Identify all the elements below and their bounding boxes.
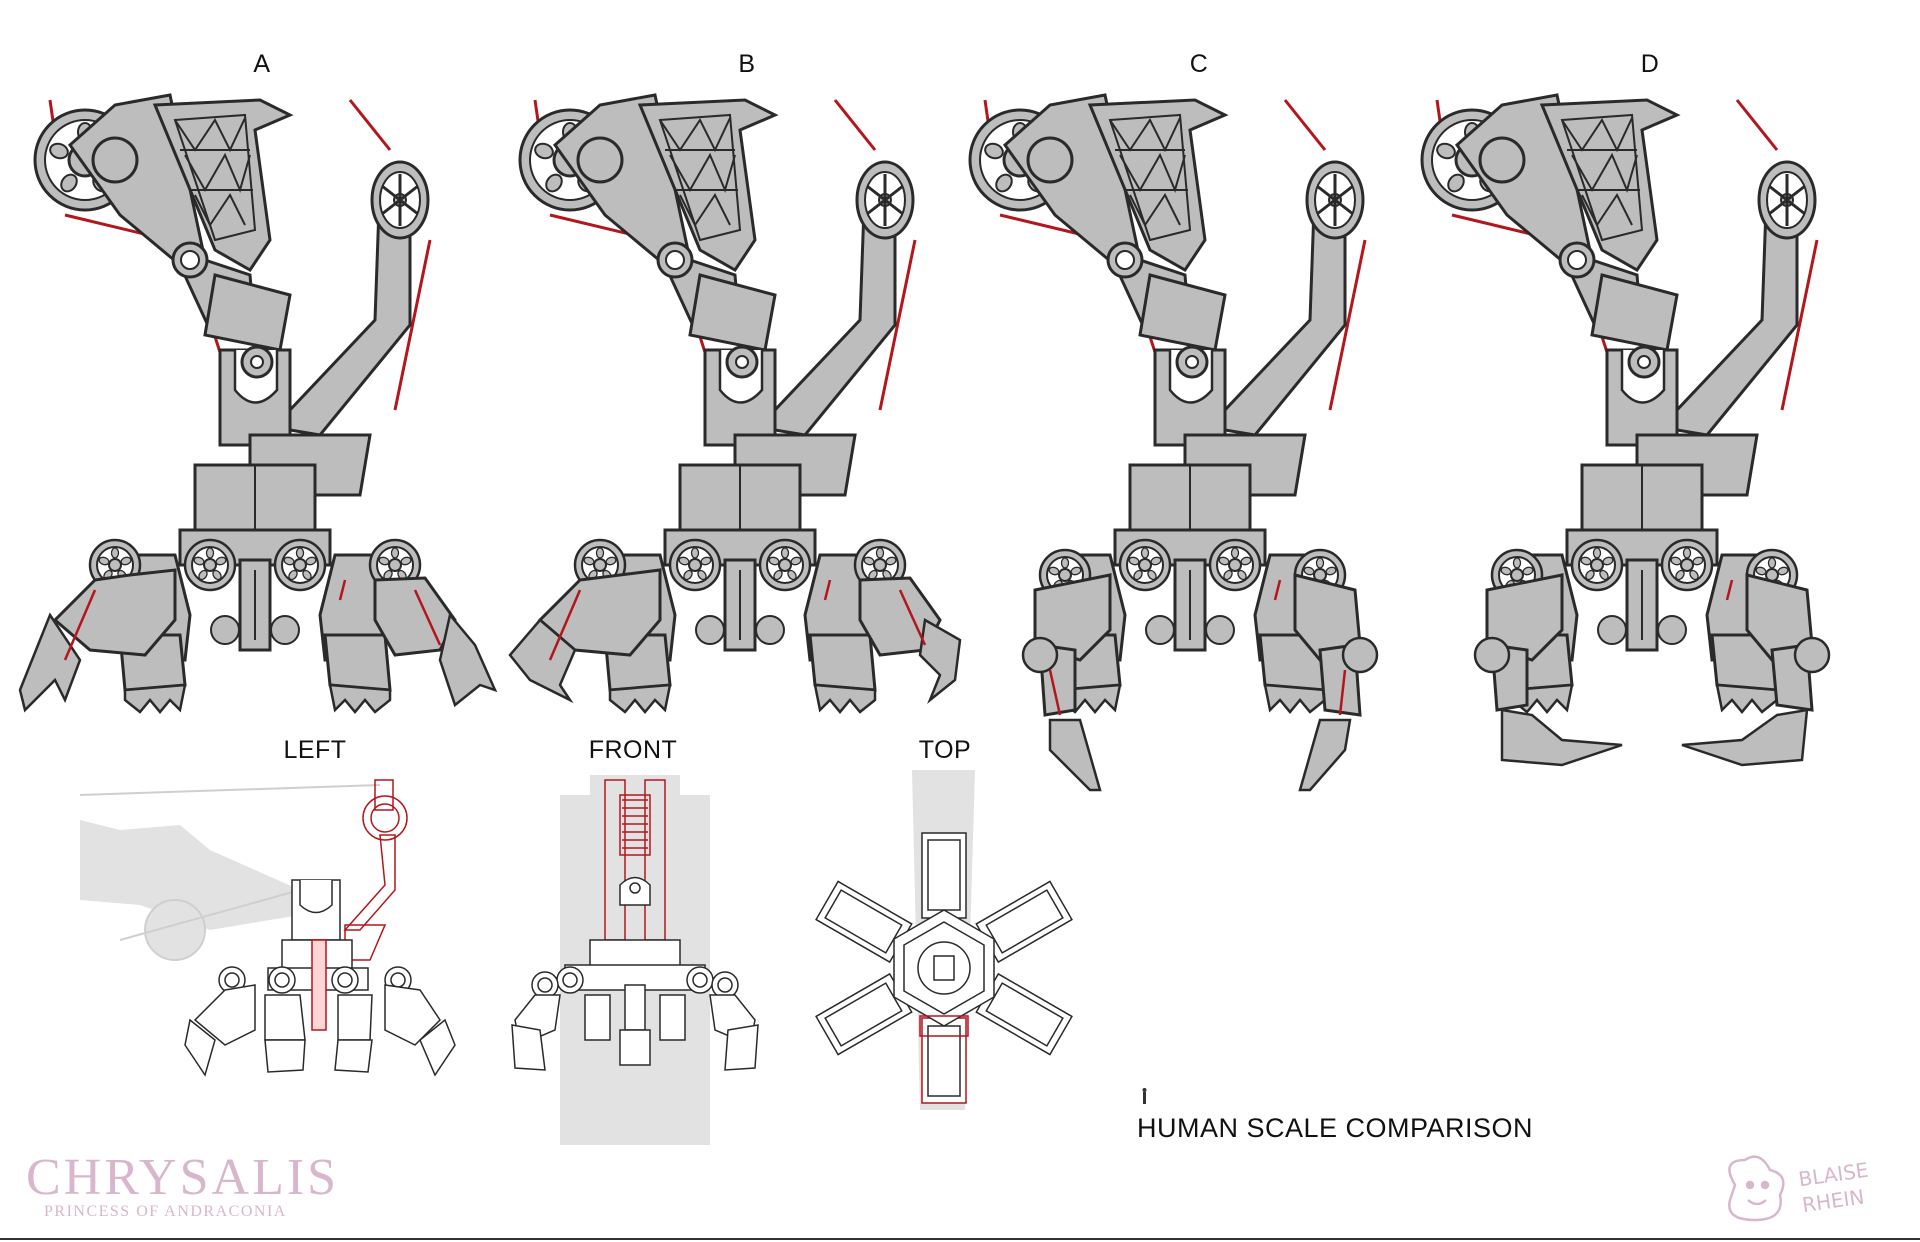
front-view-drawing xyxy=(511,775,759,1145)
variant-label-b: B xyxy=(738,50,756,78)
variant-c-drawing xyxy=(970,95,1377,790)
view-label-left: LEFT xyxy=(283,736,347,764)
variant-b-drawing xyxy=(510,95,960,712)
signature-mark xyxy=(1728,1155,1785,1222)
left-view-drawing xyxy=(79,779,456,1077)
variant-d-drawing xyxy=(1422,95,1829,765)
variant-label-d: D xyxy=(1640,50,1660,78)
variant-label-a: A xyxy=(253,50,271,78)
variant-a-drawing xyxy=(20,95,495,712)
brand-title: CHRYSALIS xyxy=(26,1149,340,1206)
variant-label-c: C xyxy=(1189,50,1209,78)
brand-subtitle: PRINCESS OF ANDRACONIA xyxy=(44,1203,287,1220)
view-label-front: FRONT xyxy=(588,736,678,764)
view-label-top: TOP xyxy=(918,736,972,764)
top-view-drawing xyxy=(815,770,1073,1110)
footer-rule xyxy=(0,1238,1920,1240)
human-scale-caption: HUMAN SCALE COMPARISON xyxy=(1137,1113,1534,1143)
human-figure-icon xyxy=(1142,1088,1147,1104)
